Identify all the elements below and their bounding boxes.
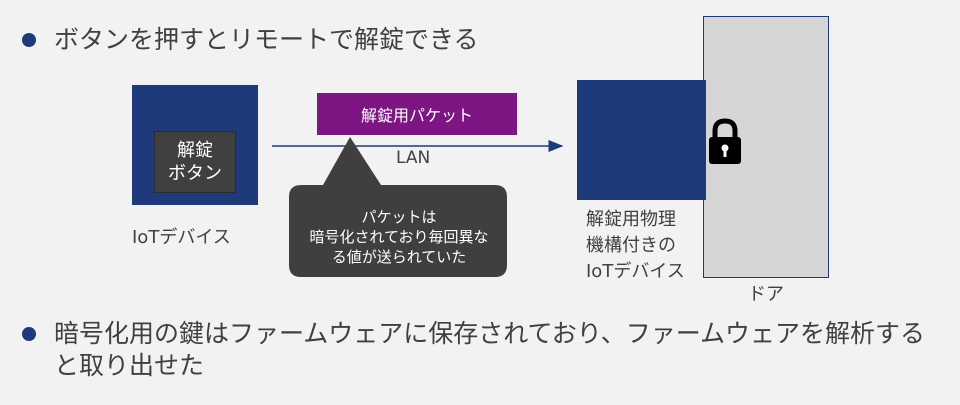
bullet-remote-unlock: ボタンを押すとリモートで解錠できる <box>22 24 479 56</box>
iot-device-right <box>577 80 706 200</box>
bullet-dot <box>22 327 36 341</box>
iot-device-left-label: IoTデバイス <box>132 227 231 248</box>
callout-text: パケットは 暗号化されており毎回異な る値が送られていた <box>309 208 489 266</box>
bullet-dot <box>22 33 36 47</box>
bullet-text: 暗号化用の鍵はファームウェアに保存されており、ファームウェアを解析すると取り出せ… <box>54 319 926 380</box>
padlock-icon <box>709 118 741 164</box>
door <box>703 16 829 278</box>
bullet-text: ボタンを押すとリモートで解錠できる <box>54 25 479 54</box>
door-label: ドア <box>748 284 784 305</box>
unlock-button: 解錠 ボタン <box>154 131 236 193</box>
iot-device-right-label: 解錠用物理 機構付きの IoTデバイス <box>586 209 685 282</box>
lan-label: LAN <box>396 148 431 168</box>
callout-bubble <box>289 137 507 277</box>
unlock-packet: 解錠用パケット <box>317 93 517 135</box>
bullet-firmware-key: 暗号化用の鍵はファームウェアに保存されており、ファームウェアを解析すると取り出せ… <box>22 318 932 382</box>
